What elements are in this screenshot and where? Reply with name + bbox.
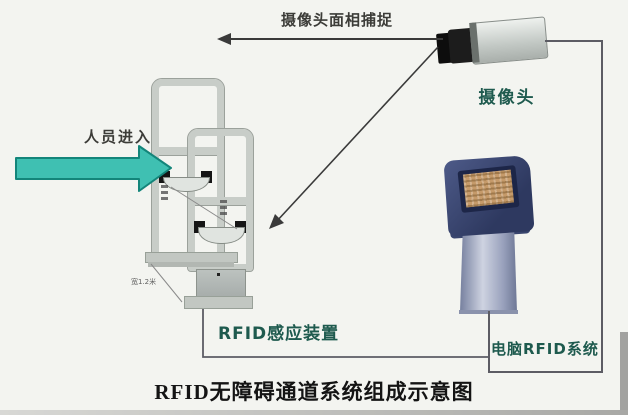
- gate-front-base: [196, 269, 246, 299]
- gate-base-dot: [217, 273, 220, 276]
- kiosk-label: 电脑RFID系统: [491, 340, 599, 358]
- rfid-gate-graphic: [145, 63, 260, 315]
- camera-to-gate-arrow-line: [275, 46, 439, 223]
- kiosk-screen-bezel: [457, 165, 520, 213]
- gate-tiny-note-marks: [161, 185, 168, 201]
- gate-tiny-note-marks: [220, 200, 227, 216]
- gate-label: RFID感应装置: [218, 324, 340, 344]
- gate-back-foot: [148, 262, 234, 267]
- kiosk-foot: [459, 310, 518, 314]
- entry-arrow-label: 人员进入: [84, 128, 153, 146]
- kiosk-screen: [462, 169, 515, 208]
- capture-arrowhead-icon: [217, 33, 231, 45]
- kiosk-graphic: [443, 150, 536, 316]
- gate-front-base-plate: [184, 296, 253, 309]
- gate-width-note: 宽1.2米: [131, 278, 157, 286]
- camera-graphic: [435, 12, 551, 74]
- capture-arrow-label: 摄像头面相捕捉: [280, 11, 393, 29]
- kiosk-head: [443, 155, 535, 237]
- camera-to-gate-arrowhead-icon: [269, 214, 284, 229]
- camera-label: 摄像头: [478, 88, 536, 108]
- kiosk-body: [460, 228, 517, 312]
- diagram-title: RFID无障碍通道系统组成示意图: [154, 380, 474, 404]
- photo-edge-right: [620, 332, 628, 415]
- photo-edge-bottom: [0, 410, 628, 415]
- camera-body: [469, 16, 549, 65]
